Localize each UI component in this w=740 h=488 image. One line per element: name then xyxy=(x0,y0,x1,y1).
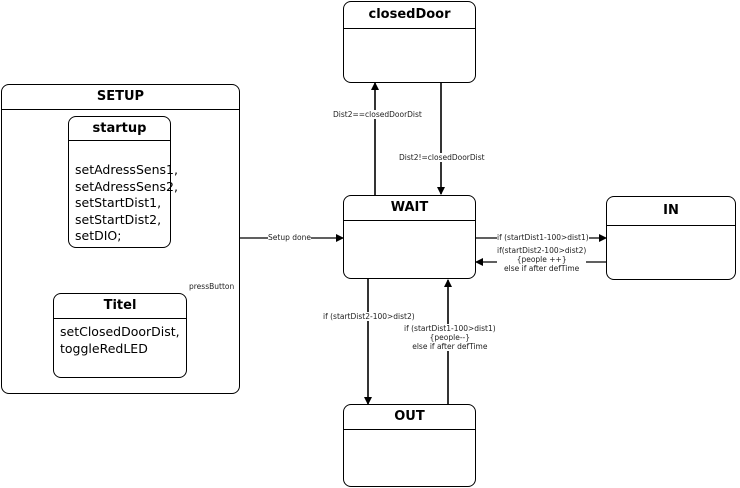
label-dist2-neq: Dist2!=closedDoorDist xyxy=(399,153,485,162)
label-out-to-wait-condition: if (startDist1-100>dist1) {people--} els… xyxy=(404,324,496,351)
label-dist2-eq: Dist2==closedDoorDist xyxy=(333,110,422,119)
label-line: if (startDist1-100>dist1) xyxy=(404,324,496,333)
state-titel: Titel setClosedDoorDist, toggleRedLED xyxy=(53,293,187,378)
label-press-button: pressButton xyxy=(189,282,235,291)
state-out-title: OUT xyxy=(344,405,475,430)
label-line: {people ++} xyxy=(516,255,567,264)
action-line: setAdressSens2, xyxy=(75,178,178,194)
action-line: toggleRedLED xyxy=(60,340,148,356)
state-startup-title: startup xyxy=(69,117,170,141)
state-in-title: IN xyxy=(607,197,735,226)
action-line: setStartDist1, xyxy=(75,195,162,210)
action-line: setDIO; xyxy=(75,228,122,243)
state-setup-title: SETUP xyxy=(2,85,239,110)
state-out: OUT xyxy=(343,404,476,487)
action-line: setClosedDoorDist, xyxy=(60,324,180,339)
label-line: if(startDist2-100>dist2) xyxy=(497,246,587,255)
label-wait-to-in: if (startDist1-100>dist1) xyxy=(497,233,589,242)
state-startup-actions: setAdressSens1, setAdressSens2, setStart… xyxy=(69,141,178,249)
state-wait: WAIT xyxy=(343,195,476,279)
state-startup: startup setAdressSens1, setAdressSens2, … xyxy=(68,116,178,249)
label-line: else if after defTime xyxy=(412,342,488,351)
label-in-to-wait-condition: if(startDist2-100>dist2) {people ++} els… xyxy=(497,246,587,273)
state-in: IN xyxy=(606,196,736,280)
state-closed-door: closedDoor xyxy=(343,1,476,83)
label-line: else if after defTime xyxy=(504,264,580,273)
label-line: {people--} xyxy=(429,333,471,342)
action-line: setAdressSens1, xyxy=(75,162,178,177)
state-wait-title: WAIT xyxy=(344,196,475,221)
state-titel-title: Titel xyxy=(54,294,186,319)
label-setup-done: Setup done xyxy=(268,233,311,242)
state-titel-actions: setClosedDoorDist, toggleRedLED xyxy=(54,319,186,361)
label-wait-to-out: if (startDist2-100>dist2) xyxy=(323,312,415,321)
state-closed-door-title: closedDoor xyxy=(344,2,475,29)
action-line: setStartDist2, xyxy=(75,211,162,227)
